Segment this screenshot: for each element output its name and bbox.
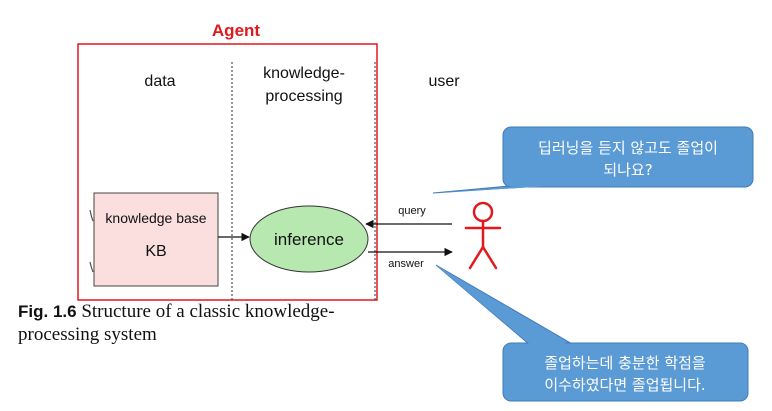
query-label: query <box>398 205 426 217</box>
column-label-user: user <box>428 73 460 90</box>
agent-boundary <box>77 43 378 301</box>
kb-edge-mark-top <box>89 209 94 222</box>
answer-label: answer <box>388 258 424 270</box>
reply-speech-bubble <box>435 264 749 402</box>
reply-line-1: 졸업하는데 충분한 학점을 <box>544 354 705 372</box>
kb-label: KB <box>145 243 166 260</box>
agent-title: Agent <box>212 21 261 40</box>
question-line-1: 딥러닝을 듣지 않고도 졸업이 <box>538 139 718 157</box>
column-label-processing: processing <box>265 88 342 105</box>
figure-number: Fig. 1.6 <box>18 302 77 321</box>
figure-caption-text: Structure of a classic knowledge-process… <box>18 301 335 345</box>
reply-line-2: 이수하였다면 졸업됩니다. <box>544 376 705 394</box>
column-label-knowledge: knowledge- <box>263 65 345 82</box>
column-label-data: data <box>144 73 175 90</box>
knowledge-base-box <box>93 192 219 287</box>
figure-caption: Fig. 1.6 Structure of a classic knowledg… <box>18 300 398 346</box>
knowledge-base-label: knowledge base <box>105 210 206 226</box>
inference-label: inference <box>274 230 344 249</box>
question-speech-bubble <box>432 126 754 194</box>
kb-edge-mark-bottom <box>89 261 94 273</box>
question-line-2: 되나요? <box>603 161 652 179</box>
inference-node <box>249 205 369 273</box>
stick-figure-icon <box>464 201 502 270</box>
